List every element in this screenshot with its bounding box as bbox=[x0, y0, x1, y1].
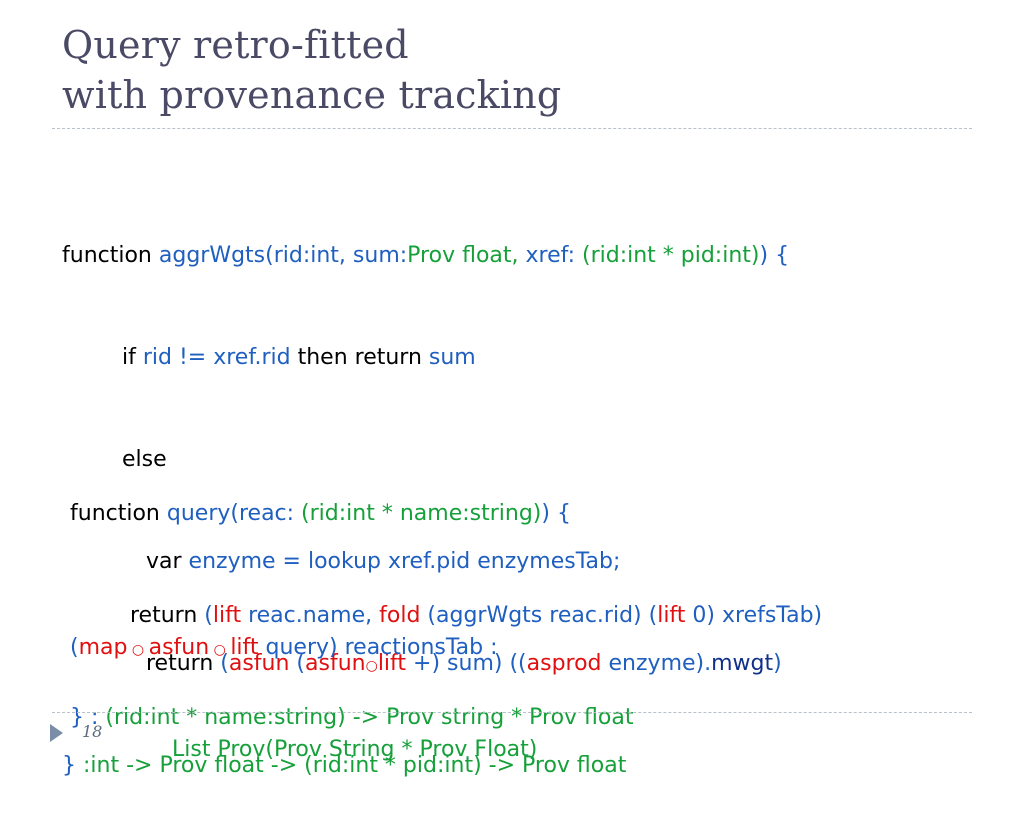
asfun-keyword: asfun bbox=[305, 651, 366, 676]
xref-type: (rid:int * pid:int) bbox=[581, 243, 760, 268]
sum-ref: sum bbox=[428, 345, 476, 370]
closing-brace: } : bbox=[70, 705, 106, 730]
keyword-then-return: then return bbox=[290, 345, 429, 370]
paren: ) bbox=[773, 651, 782, 676]
reac-type: (rid:int * name:string) bbox=[301, 501, 542, 526]
asfun-keyword: asfun bbox=[148, 635, 210, 660]
function-head: query(reac: bbox=[166, 501, 302, 526]
plus-sum: +) sum) (( bbox=[406, 651, 527, 676]
keyword-return: return bbox=[146, 651, 221, 676]
fold-keyword: fold bbox=[379, 603, 421, 628]
keyword-return: return bbox=[130, 603, 205, 628]
compose-operator: ○ bbox=[127, 642, 149, 658]
code-line: function aggrWgts(rid:int, sum:Prov floa… bbox=[62, 239, 789, 273]
asfun-keyword: asfun bbox=[228, 651, 290, 676]
code-line: return (asfun (asfun○lift +) sum) ((aspr… bbox=[62, 647, 789, 681]
triangle-bullet-icon bbox=[50, 724, 63, 742]
param-close: ) { bbox=[759, 243, 790, 268]
code-line: var enzyme = lookup xref.pid enzymesTab; bbox=[62, 545, 789, 579]
title-line-1: Query retro-fitted bbox=[62, 23, 409, 67]
compose-operator: ○ bbox=[209, 642, 231, 658]
compose-operator: ○ bbox=[365, 658, 378, 674]
lift-keyword: lift bbox=[377, 651, 407, 676]
result-type: List Prov(Prov String * Prov Float) bbox=[172, 737, 538, 762]
lift-keyword: lift bbox=[212, 603, 242, 628]
param-close: ) { bbox=[541, 501, 571, 526]
title-line-2: with provenance tracking bbox=[62, 73, 562, 117]
aggrwgts-function-code: function aggrWgts(rid:int, sum:Prov floa… bbox=[62, 171, 789, 817]
page-number: 18 bbox=[82, 722, 103, 741]
footer-divider bbox=[52, 712, 972, 713]
sum-type: Prov float, bbox=[407, 243, 526, 268]
paren: ( bbox=[289, 651, 306, 676]
keyword-var: var bbox=[146, 549, 189, 574]
query-reactions: query) reactionsTab : bbox=[258, 635, 498, 660]
keyword-else: else bbox=[122, 447, 167, 472]
slide-title: Query retro-fitted with provenance track… bbox=[62, 20, 561, 120]
code-line: (map ○ asfun ○ lift query) reactionsTab … bbox=[70, 631, 537, 665]
asprod-keyword: asprod bbox=[526, 651, 602, 676]
keyword-function: function bbox=[62, 243, 159, 268]
xref-param: xref: bbox=[525, 243, 582, 268]
map-keyword: map bbox=[78, 635, 128, 660]
keyword-if: if bbox=[122, 345, 143, 370]
code-line: if rid != xref.rid then return sum bbox=[62, 341, 789, 375]
paren: ( bbox=[220, 651, 229, 676]
paren: ( bbox=[204, 603, 213, 628]
paren: ( bbox=[70, 635, 79, 660]
lift-keyword: lift bbox=[657, 603, 686, 628]
code-line: else bbox=[62, 443, 789, 477]
keyword-function: function bbox=[70, 501, 167, 526]
map-query-code: (map ○ asfun ○ lift query) reactionsTab … bbox=[70, 563, 537, 801]
reac-name: reac.name, bbox=[241, 603, 380, 628]
query-function-code: function query(reac: (rid:int * name:str… bbox=[70, 429, 822, 769]
type-signature: (rid:int * name:string) -> Prov string *… bbox=[105, 705, 634, 730]
zero-xrefs: 0) xrefsTab) bbox=[685, 603, 823, 628]
code-line: function query(reac: (rid:int * name:str… bbox=[70, 497, 822, 531]
fold-args: (aggrWgts reac.rid) ( bbox=[420, 603, 658, 628]
lift-keyword: lift bbox=[230, 635, 259, 660]
code-line: return (lift reac.name, fold (aggrWgts r… bbox=[70, 599, 822, 633]
enzyme-ref: enzyme). bbox=[601, 651, 712, 676]
code-line: } : (rid:int * name:string) -> Prov stri… bbox=[70, 701, 822, 735]
if-condition: rid != xref.rid bbox=[142, 345, 291, 370]
mwgt-field: mwgt bbox=[711, 651, 774, 676]
enzyme-declaration: enzyme = lookup xref.pid enzymesTab; bbox=[188, 549, 621, 574]
code-line: List Prov(Prov String * Prov Float) bbox=[70, 733, 537, 767]
function-name: aggrWgts(rid:int, sum: bbox=[158, 243, 408, 268]
title-divider bbox=[52, 128, 972, 129]
